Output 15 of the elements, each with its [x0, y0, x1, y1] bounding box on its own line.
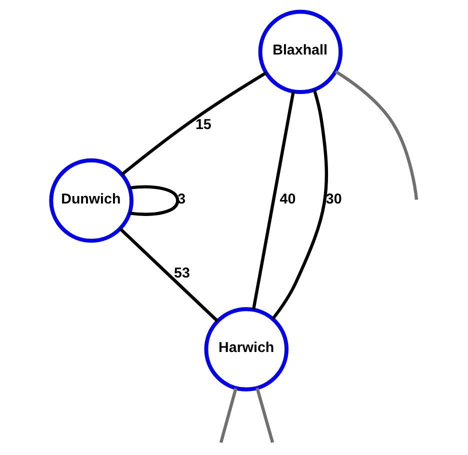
- edge-label: 53: [174, 266, 190, 282]
- node-circle: Dunwich: [49, 158, 134, 243]
- edge-label: 30: [326, 191, 342, 208]
- connector: [272, 89, 328, 320]
- edge-label: 15: [195, 116, 212, 133]
- connector: [334, 70, 418, 200]
- edge-label: 40: [280, 191, 296, 208]
- connector: [119, 228, 219, 322]
- node-circle: Blaxhall: [258, 10, 343, 94]
- connector: [129, 185, 180, 216]
- connector: [120, 72, 267, 176]
- connector: [256, 388, 274, 444]
- node-circle: Harwich: [204, 307, 289, 392]
- connector: [219, 388, 238, 444]
- connector: [252, 91, 295, 310]
